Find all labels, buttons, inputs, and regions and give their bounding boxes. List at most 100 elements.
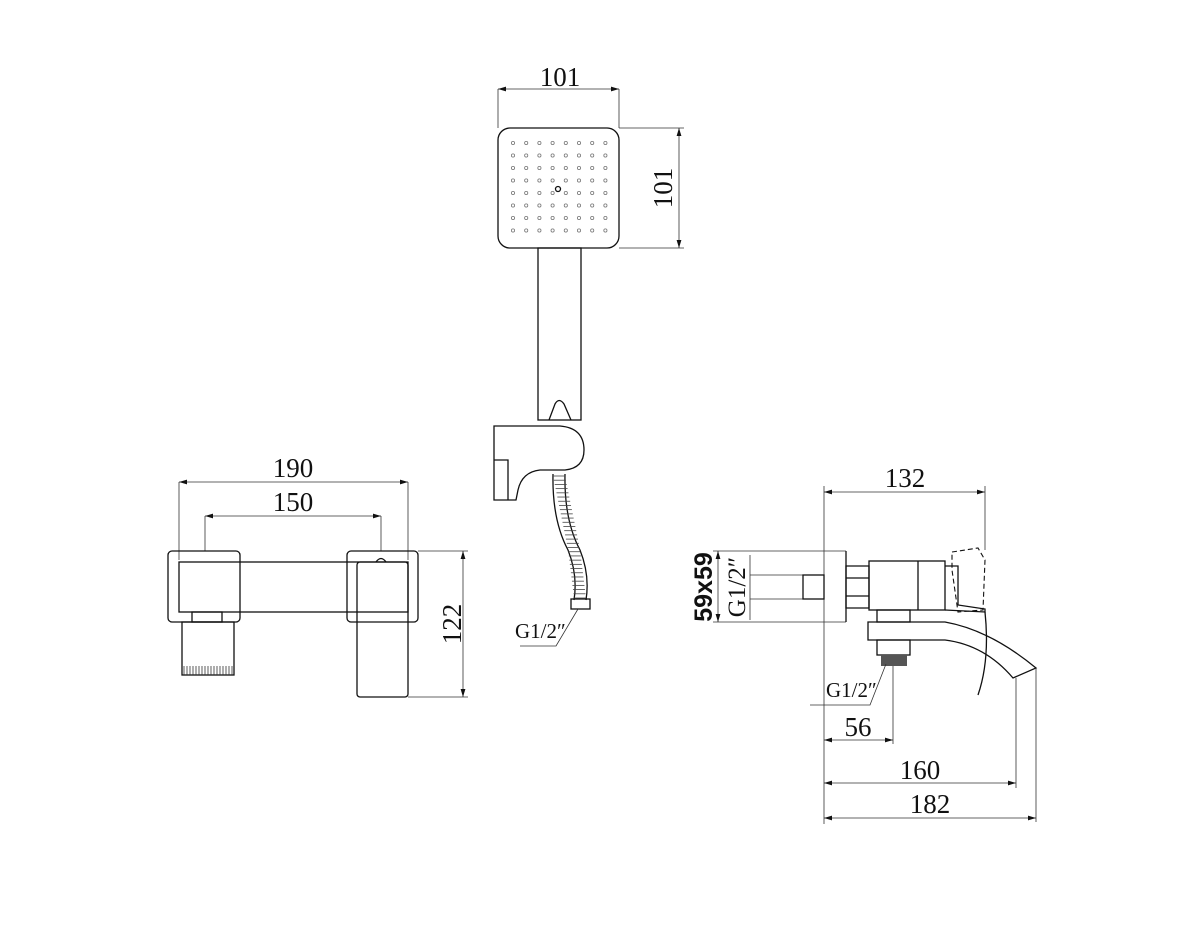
- nozzle-dot: [550, 165, 555, 170]
- nozzle-dot: [524, 203, 529, 208]
- nozzle-dot: [510, 178, 515, 183]
- nozzle-dot: [510, 190, 515, 195]
- nozzle-dot: [577, 178, 582, 183]
- nozzle-dot: [537, 153, 542, 158]
- mixer-side-view: 132 59x59 G1/2″ G1/2″ 56 160 182: [690, 463, 1038, 824]
- control-handle: [356, 561, 409, 698]
- nozzle-dot: [524, 215, 529, 220]
- nozzle-dot: [577, 215, 582, 220]
- shower-hose: [552, 473, 588, 601]
- overall-width-dimension: 190: [273, 453, 314, 483]
- nozzle-dot: [563, 228, 568, 233]
- nozzle-dot: [510, 228, 515, 233]
- nozzle-dot: [577, 153, 582, 158]
- nozzle-dot: [537, 165, 542, 170]
- hose-thread-leader: [520, 608, 579, 647]
- nozzle-dot: [550, 203, 555, 208]
- overall-depth-dimension: 182: [910, 789, 951, 819]
- nozzle-dot: [550, 178, 555, 183]
- nozzle-dot: [537, 215, 542, 220]
- nozzle-dot: [537, 140, 542, 145]
- nozzle-dot: [524, 178, 529, 183]
- spray-nozzles: [510, 140, 608, 233]
- nozzle-dot: [603, 228, 608, 233]
- plate-size-dimension: 59x59: [690, 552, 718, 622]
- nozzle-dot: [603, 190, 608, 195]
- outlet-serrations: [183, 666, 233, 675]
- hose-nut: [570, 598, 591, 610]
- hand-shower-view: 101 101 G1/2″: [493, 62, 684, 647]
- nozzle-dot: [603, 165, 608, 170]
- nozzle-dot: [537, 190, 542, 195]
- lever-arm: [977, 611, 988, 696]
- nozzle-dot: [510, 140, 515, 145]
- nozzle-dot: [590, 153, 595, 158]
- depth-dimension: 132: [885, 463, 926, 493]
- nozzle-dot: [550, 215, 555, 220]
- nozzle-dot: [510, 215, 515, 220]
- nozzle-dot: [550, 190, 555, 195]
- shower-head-face: [497, 127, 620, 249]
- nozzle-dot: [510, 165, 515, 170]
- nozzle-dot: [550, 153, 555, 158]
- inlet-thread-dimension: G1/2″: [724, 557, 751, 617]
- right-flange: [346, 550, 419, 623]
- lever-outline: [951, 547, 986, 613]
- center-nozzle: [554, 185, 562, 193]
- valve-body: [868, 560, 946, 611]
- hose-thread-label: G1/2″: [515, 619, 566, 643]
- outlet-offset-dimension: 56: [845, 712, 872, 742]
- head-width-dimension: 101: [540, 62, 581, 92]
- nozzle-dot: [524, 228, 529, 233]
- nozzle-dot: [510, 153, 515, 158]
- mixer-front-view: 190 150 122: [167, 453, 468, 698]
- hex-nut: [845, 565, 870, 609]
- nozzle-dot: [524, 190, 529, 195]
- outlet-thread-label: G1/2″: [826, 678, 877, 702]
- nozzle-dot: [524, 165, 529, 170]
- nozzle-dot: [577, 203, 582, 208]
- nozzle-dot: [603, 203, 608, 208]
- nozzle-dot: [563, 140, 568, 145]
- head-height-dimension: 101: [648, 168, 678, 209]
- outlet-thread: [881, 655, 907, 666]
- nozzle-dot: [590, 140, 595, 145]
- nozzle-dot: [563, 165, 568, 170]
- centres-dimension: 150: [273, 487, 314, 517]
- nozzle-dot: [577, 228, 582, 233]
- nozzle-dot: [577, 165, 582, 170]
- nozzle-dot: [510, 203, 515, 208]
- shower-handle: [537, 247, 582, 421]
- nozzle-dot: [603, 153, 608, 158]
- nozzle-dot: [537, 178, 542, 183]
- nozzle-dot: [603, 178, 608, 183]
- nozzle-dot: [563, 190, 568, 195]
- nozzle-dot: [563, 203, 568, 208]
- nozzle-dot: [590, 228, 595, 233]
- hose-ribs: [553, 475, 586, 599]
- nozzle-dot: [537, 203, 542, 208]
- nozzle-dot: [590, 190, 595, 195]
- nozzle-dot: [563, 215, 568, 220]
- spout-reach-dimension: 160: [900, 755, 941, 785]
- nozzle-dot: [524, 153, 529, 158]
- height-dimension: 122: [437, 604, 467, 645]
- nozzle-dot: [537, 228, 542, 233]
- nozzle-dot: [550, 140, 555, 145]
- nozzle-dot: [563, 153, 568, 158]
- nozzle-dot: [603, 215, 608, 220]
- nozzle-dot: [563, 178, 568, 183]
- nozzle-dot: [577, 140, 582, 145]
- nozzle-dot: [603, 140, 608, 145]
- nozzle-dot: [550, 228, 555, 233]
- nozzle-dot: [590, 215, 595, 220]
- spout: [867, 621, 1038, 679]
- nozzle-dot: [590, 178, 595, 183]
- wall-holder: [493, 425, 585, 501]
- nozzle-dot: [524, 140, 529, 145]
- nozzle-dot: [590, 165, 595, 170]
- nozzle-dot: [577, 190, 582, 195]
- handle-connector: [548, 399, 572, 421]
- mixer-body: [178, 561, 409, 613]
- nozzle-dot: [590, 203, 595, 208]
